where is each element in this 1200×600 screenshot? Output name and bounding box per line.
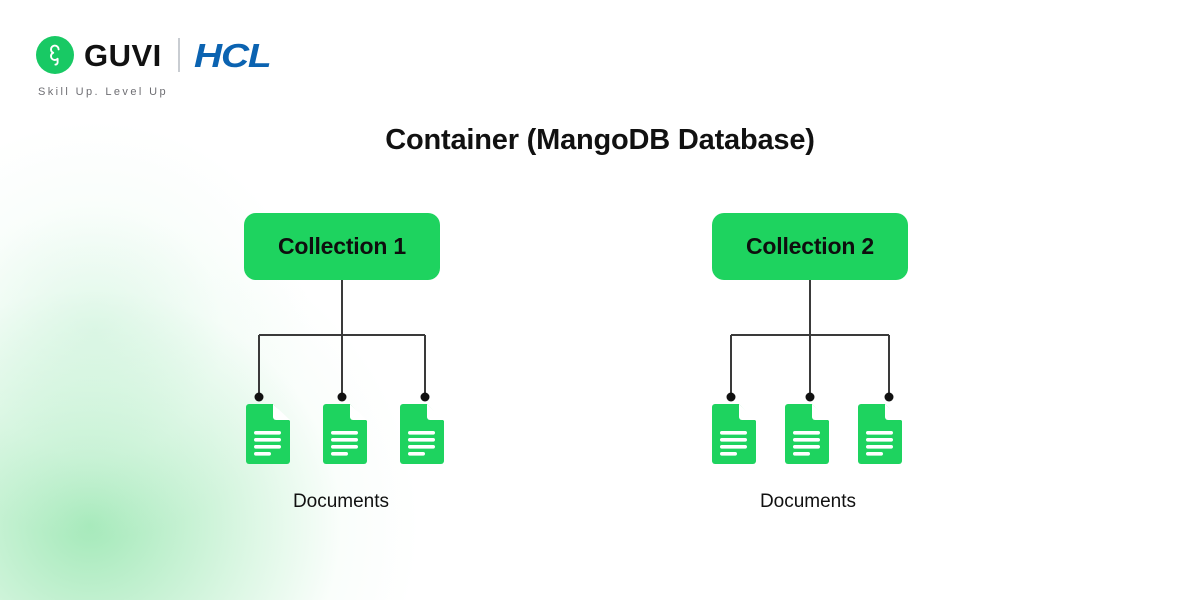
connector-endpoint-dot — [884, 392, 894, 402]
connector-endpoint-dot — [254, 392, 264, 402]
brand-name: GUVI — [84, 37, 162, 73]
documents-row-1 — [230, 403, 460, 465]
brand-tagline: Skill Up. Level Up — [38, 86, 169, 98]
document-file-icon — [323, 404, 367, 464]
collection-box-2-label: Collection 2 — [746, 233, 874, 259]
document-file-icon — [712, 404, 757, 464]
connector-endpoint-dot — [726, 392, 736, 402]
collection-box-1-label: Collection 1 — [278, 233, 406, 259]
document-file-icon — [785, 404, 829, 464]
partner-logo-hcl: HCL — [193, 36, 272, 74]
connector-endpoint-dot — [420, 392, 430, 402]
document-slot[interactable] — [230, 403, 307, 465]
connector-endpoint-dot — [337, 392, 347, 402]
connector-endpoint-dot — [805, 392, 815, 402]
brand-divider — [177, 38, 180, 72]
document-file-icon — [246, 404, 291, 464]
brand-lockup: GUVI HCL Skill Up. Level Up — [36, 32, 376, 108]
documents-label-1: Documents — [292, 491, 390, 512]
document-slot[interactable] — [307, 403, 384, 465]
document-slot[interactable] — [771, 403, 844, 465]
brand-row: GUVI HCL — [36, 32, 376, 78]
document-file-icon — [399, 404, 444, 464]
document-slot[interactable] — [698, 403, 771, 465]
connector-tree-1 — [254, 280, 430, 402]
connector-tree-2 — [726, 280, 894, 402]
guvi-g-logo-icon — [36, 36, 74, 74]
document-slot[interactable] — [843, 403, 916, 465]
page-title: Container (MangoDB Database) — [385, 124, 815, 156]
document-file-icon — [857, 404, 902, 464]
documents-label-2: Documents — [759, 491, 857, 512]
documents-row-2 — [698, 403, 916, 465]
document-slot[interactable] — [383, 403, 460, 465]
collection-box-2[interactable]: Collection 2 — [712, 213, 908, 280]
collection-box-1[interactable]: Collection 1 — [244, 213, 440, 280]
